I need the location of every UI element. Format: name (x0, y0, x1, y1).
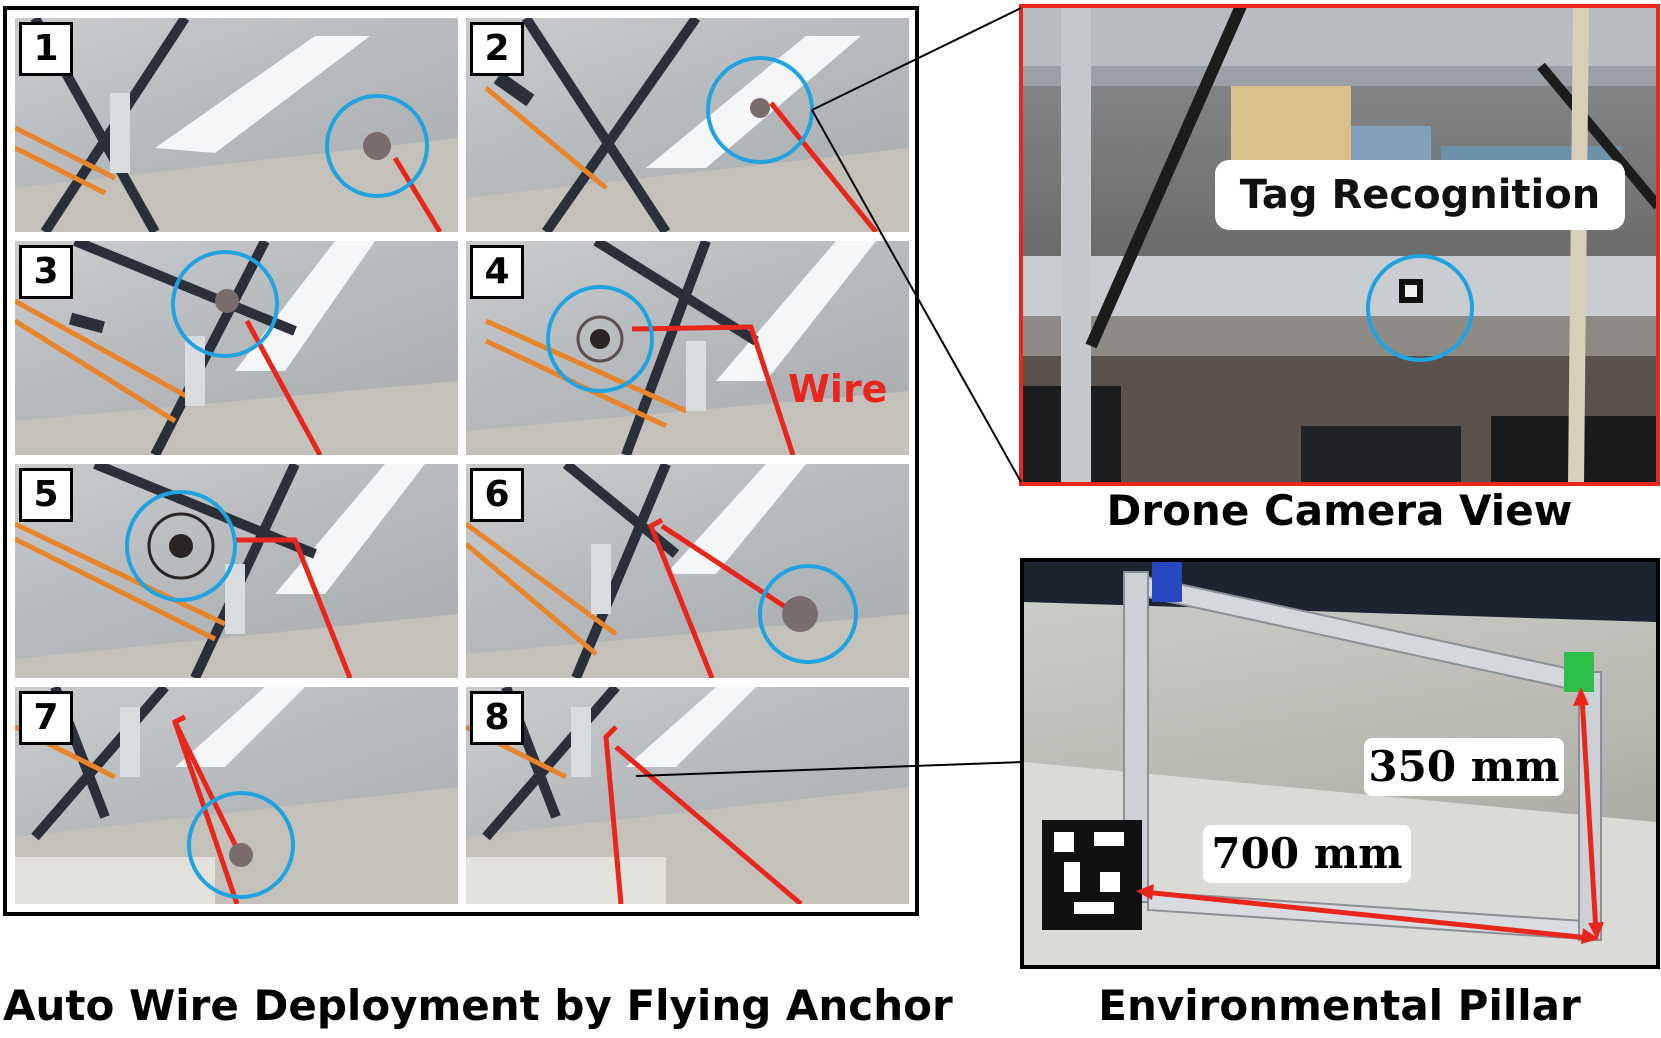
panel-4-scene (466, 241, 909, 455)
sequence-frame (3, 6, 919, 916)
panel-2-number: 2 (470, 22, 524, 76)
panel-7-number: 7 (19, 691, 73, 745)
panel-7: 7 (15, 687, 458, 904)
panel-7-scene (15, 687, 458, 904)
panel-8-scene (466, 687, 909, 904)
panel-5-number: 5 (19, 468, 73, 522)
tag-recognition-label: Tag Recognition (1215, 160, 1625, 230)
dimension-700mm-label: 700 mm (1203, 825, 1411, 883)
panel-3: 3 (15, 241, 458, 455)
panel-1-number: 1 (19, 22, 73, 76)
panel-5-scene (15, 464, 458, 678)
panel-1: 1 (15, 18, 458, 232)
dimension-350mm-label: 350 mm (1364, 738, 1564, 796)
pillar-view-frame (1020, 558, 1660, 969)
panel-2: 2 (466, 18, 909, 232)
environmental-pillar-view (1024, 562, 1656, 965)
pillar-caption: Environmental Pillar (1098, 981, 1581, 1030)
panel-5: 5 (15, 464, 458, 678)
panel-3-scene (15, 241, 458, 455)
sequence-caption: Auto Wire Deployment by Flying Anchor (3, 981, 953, 1030)
camera-view-caption: Drone Camera View (1106, 486, 1573, 535)
panel-8: 8 (466, 687, 909, 904)
panel-6-scene (466, 464, 909, 678)
tag-highlight-circle (1366, 254, 1474, 362)
panel-2-scene (466, 18, 909, 232)
wire-label: Wire (788, 367, 888, 411)
panel-4-number: 4 (470, 245, 524, 299)
panel-1-scene (15, 18, 458, 232)
panel-6: 6 (466, 464, 909, 678)
panel-6-number: 6 (470, 468, 524, 522)
camera-view-frame (1019, 4, 1660, 486)
panel-3-number: 3 (19, 245, 73, 299)
panel-4: 4 Wire (466, 241, 909, 455)
panel-8-number: 8 (470, 691, 524, 745)
